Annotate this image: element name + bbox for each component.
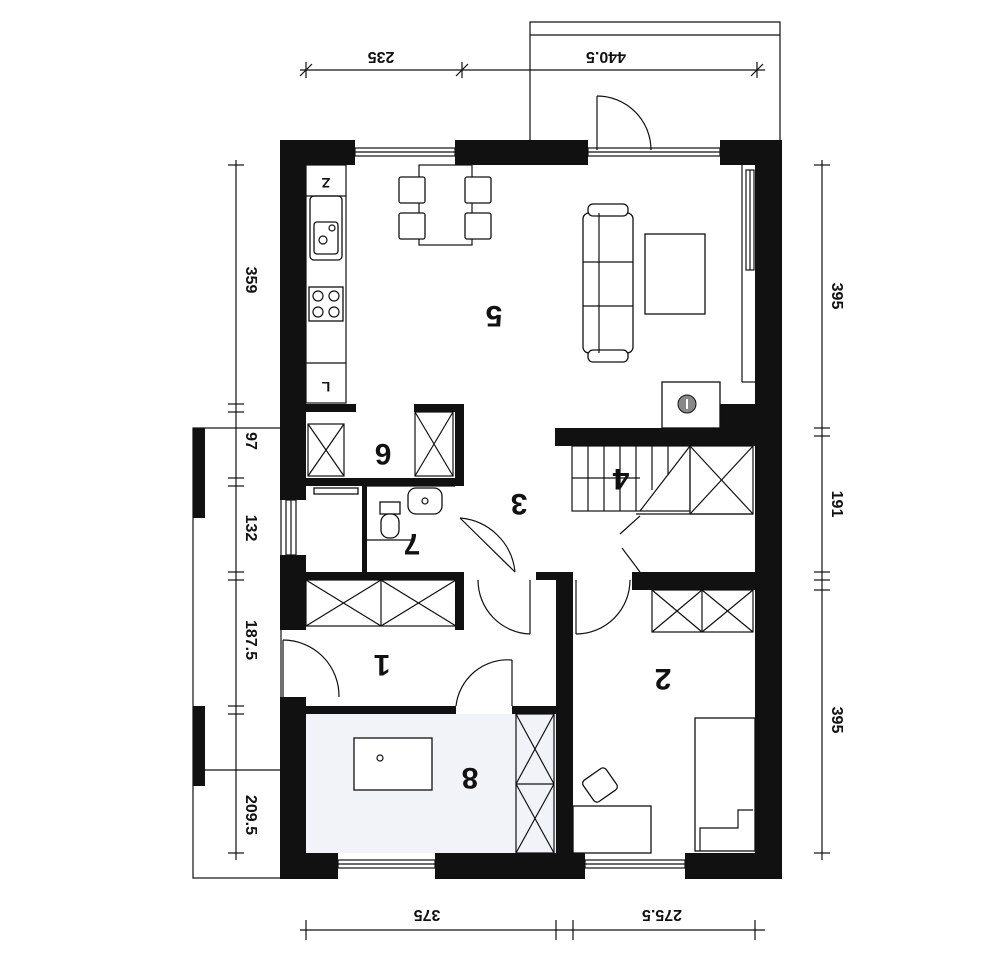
dim-right-3: 395: [828, 707, 845, 734]
dim-left-5: 209.5: [242, 795, 259, 835]
dim-top-1: 235: [368, 48, 395, 65]
dim-left-2: 97: [242, 432, 259, 450]
dimension-labels: 235 440.5 375 275.5 359 97 132 187.5 209…: [242, 48, 845, 923]
interior-walls: [306, 404, 755, 879]
fridge-label: L: [321, 379, 330, 395]
room-6-number: 6: [375, 437, 392, 470]
bathroom-fixtures: [313, 487, 443, 541]
desk: [572, 767, 652, 854]
fireplace: [661, 381, 721, 429]
dim-bottom-2: 275.5: [642, 906, 682, 923]
room-3-number: 3: [511, 487, 528, 520]
room-5-number: 5: [486, 299, 503, 332]
bed: [694, 717, 756, 852]
coffee-table: [644, 233, 706, 315]
sofa: [582, 203, 634, 363]
terrace-top: [529, 21, 781, 140]
dim-left-4: 187.5: [242, 620, 259, 660]
wardrobes: [305, 411, 754, 854]
dim-right-2: 191: [828, 491, 845, 518]
dim-bottom-1: 375: [414, 906, 441, 923]
dim-left-1: 359: [242, 267, 259, 294]
dim-right-1: 395: [828, 283, 845, 310]
outer-walls: [280, 140, 782, 879]
dining-table: [398, 164, 492, 246]
stairs: [571, 445, 691, 512]
room-2-number: 2: [655, 662, 672, 695]
doors: [282, 95, 652, 707]
kitchen-counter: [305, 164, 347, 404]
dim-top-2: 440.5: [586, 48, 626, 65]
room-numbers: 1 2 3 4 5 6 7 8: [374, 299, 672, 794]
room-8-number: 8: [462, 761, 479, 794]
dim-left-3: 132: [242, 515, 259, 542]
windows: [285, 147, 755, 869]
room-7-number: 7: [404, 527, 421, 560]
tv-unit: [741, 165, 755, 383]
room-4-number: 4: [612, 462, 629, 495]
terrace-left: [192, 427, 282, 879]
room-1-number: 1: [374, 648, 391, 681]
dimension-lines: [228, 62, 830, 940]
utility-sink: [353, 737, 433, 791]
freezer-label: Z: [321, 175, 330, 191]
